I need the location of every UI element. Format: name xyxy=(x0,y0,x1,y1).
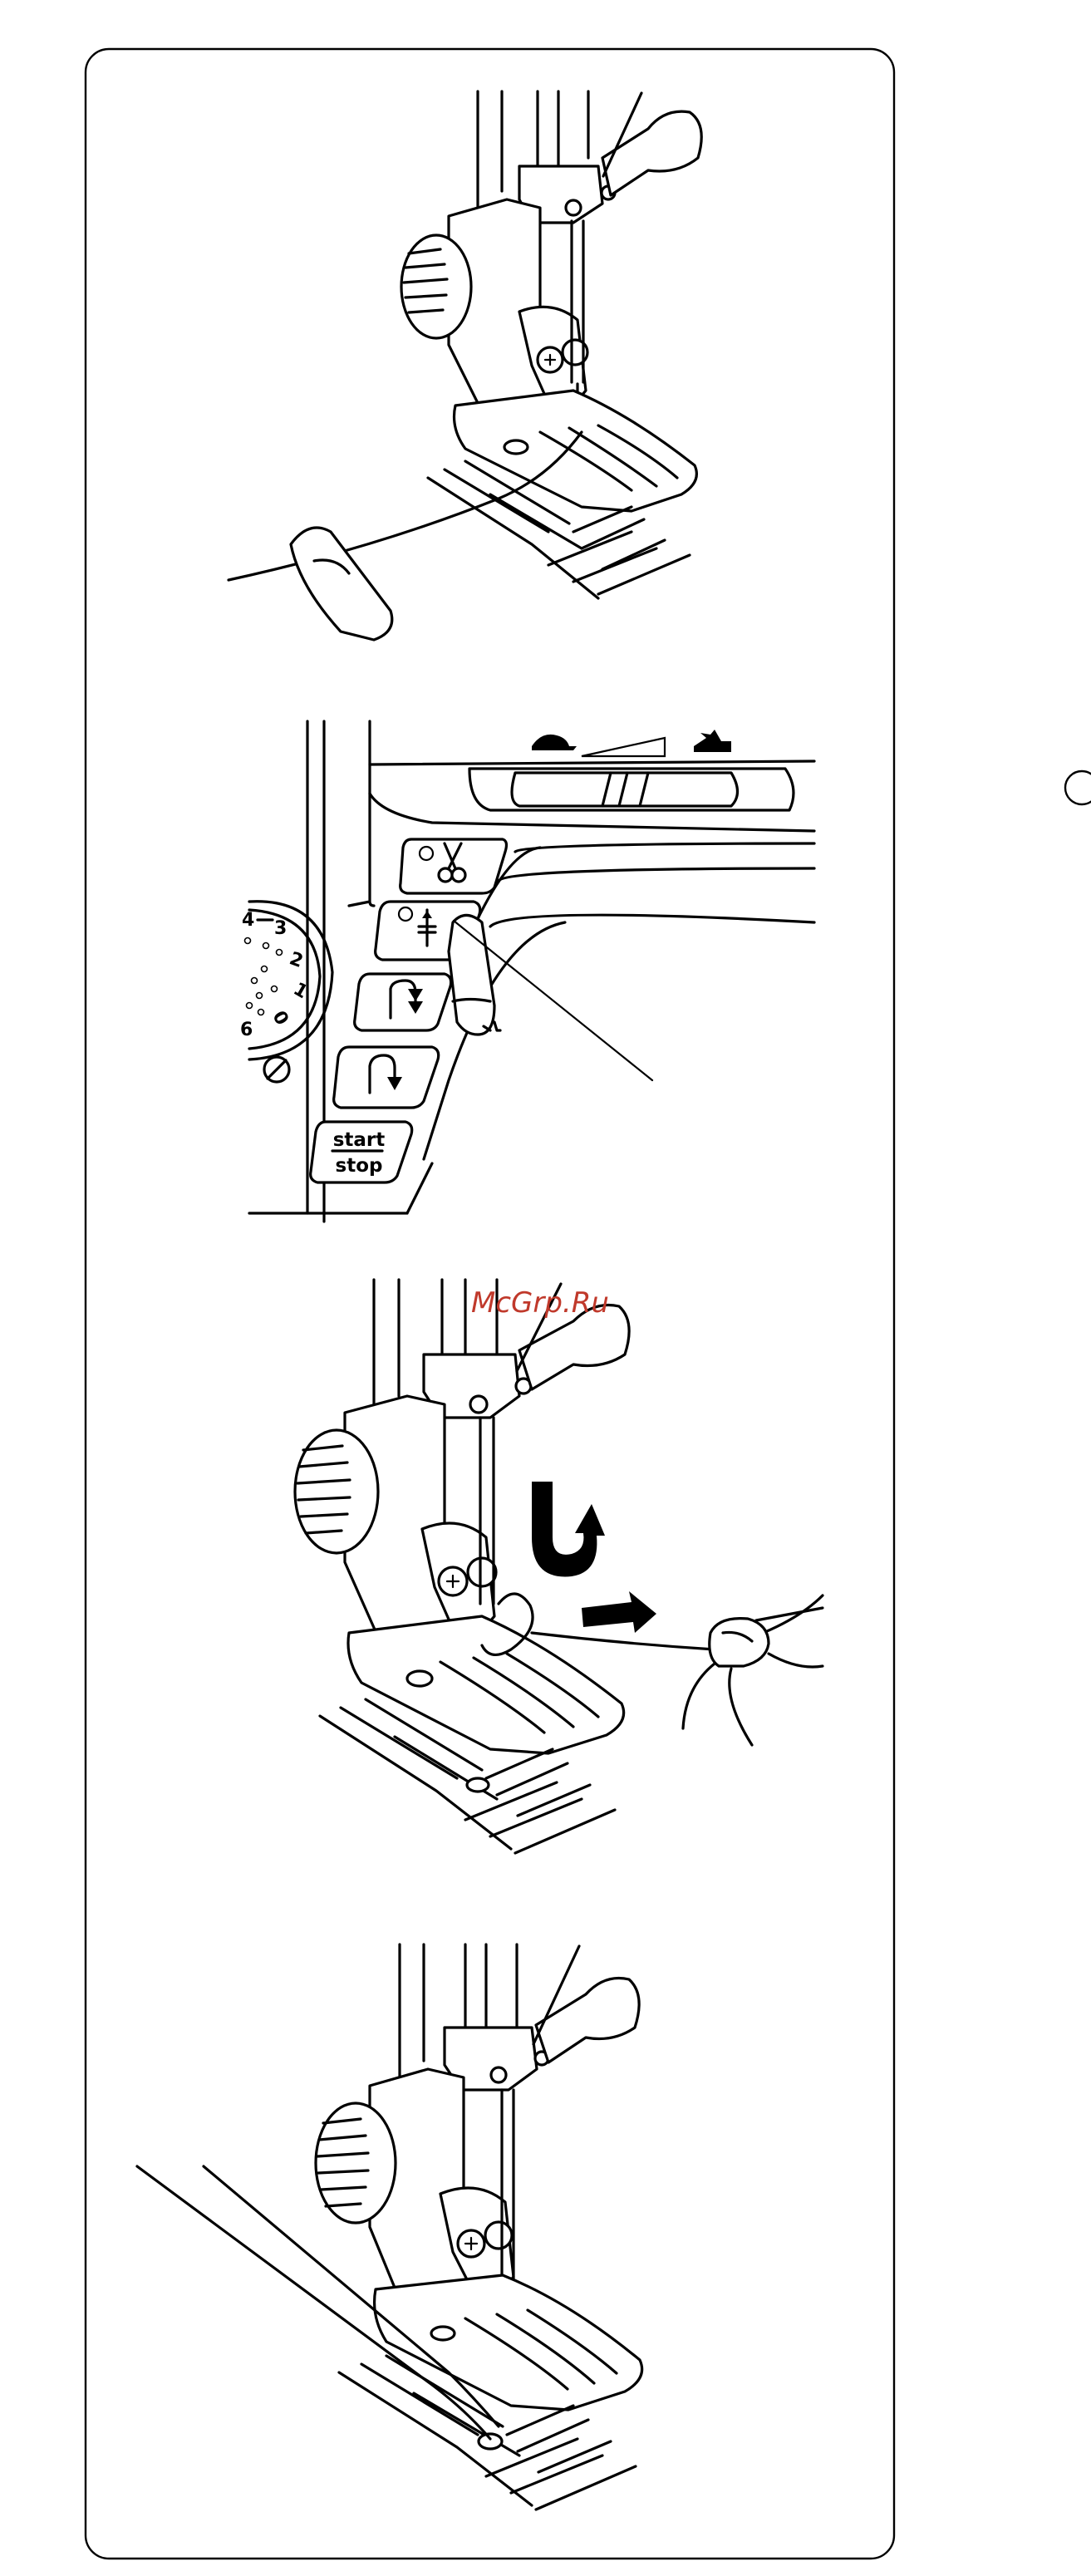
dial-number-3: 3 xyxy=(274,918,287,939)
dial-number-6: 6 xyxy=(240,1020,253,1040)
margin-circle-marker xyxy=(1065,771,1091,804)
figure-3-pull-thread: McGrp.Ru xyxy=(295,1280,823,1853)
figure-2-control-panel: 4 3 2 1 0 6 xyxy=(240,721,814,1222)
hand-holding-thread xyxy=(710,1619,769,1666)
dial-number-4: 4 xyxy=(242,910,254,931)
locking-stitch-button[interactable] xyxy=(355,974,451,1030)
stop-label: stop xyxy=(336,1155,383,1177)
figure-1-hold-thread xyxy=(229,91,701,640)
pull-direction-arrow-icon xyxy=(582,1591,656,1633)
turtle-slow-icon xyxy=(532,735,577,750)
figure-4-threads-under-foot xyxy=(137,1944,642,2510)
watermark: McGrp.Ru xyxy=(471,1286,609,1320)
dial-number-2: 2 xyxy=(287,948,306,972)
dial-number-0: 0 xyxy=(268,1007,292,1029)
rabbit-fast-icon xyxy=(694,730,731,752)
turn-handwheel-arrow-icon xyxy=(532,1482,605,1576)
start-label: start xyxy=(333,1129,386,1151)
finger-pressing-button xyxy=(449,916,494,1035)
